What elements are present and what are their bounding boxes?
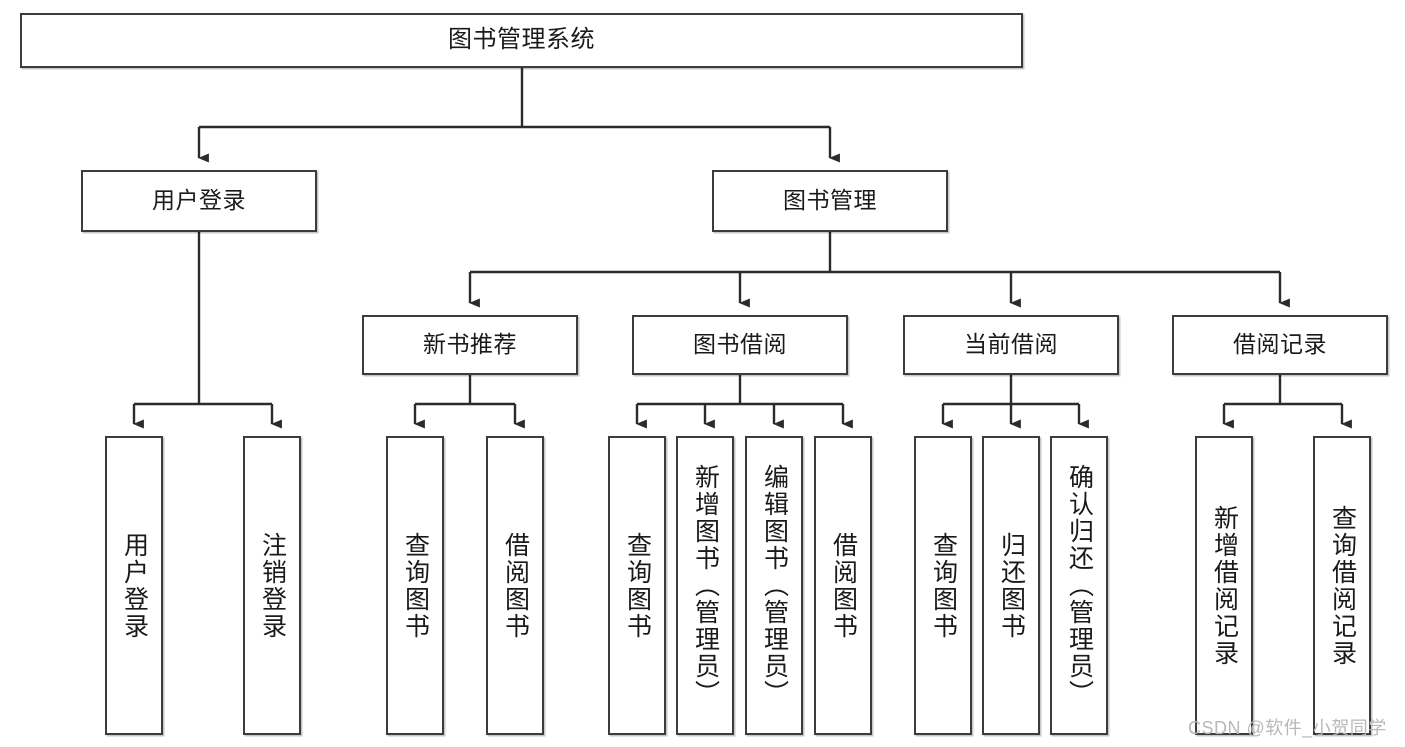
node-label: 查询图书 <box>401 531 430 640</box>
node-label: 借阅图书 <box>829 531 858 640</box>
node-label: 新增图书（管理员） <box>691 464 720 707</box>
node-label: 借阅图书 <box>501 531 530 640</box>
node-book-manage[interactable]: 图书管理 <box>712 170 948 232</box>
node-leaf-return-book[interactable]: 归还图书 <box>982 436 1040 735</box>
node-label: 注销登录 <box>258 531 287 640</box>
csdn-watermark: CSDN @软件_小贺同学 <box>1188 718 1387 738</box>
node-leaf-query-book-3[interactable]: 查询图书 <box>914 436 972 735</box>
node-leaf-query-book-2[interactable]: 查询图书 <box>608 436 666 735</box>
node-label: 编辑图书（管理员） <box>760 464 789 707</box>
node-current-borrow[interactable]: 当前借阅 <box>903 315 1119 375</box>
node-label: 图书管理系统 <box>448 26 595 54</box>
node-leaf-edit-book[interactable]: 编辑图书（管理员） <box>745 436 803 735</box>
node-leaf-logout[interactable]: 注销登录 <box>243 436 301 735</box>
node-leaf-borrow-book-1[interactable]: 借阅图书 <box>486 436 544 735</box>
node-leaf-query-record[interactable]: 查询借阅记录 <box>1313 436 1371 735</box>
node-label: 查询图书 <box>929 531 958 640</box>
node-leaf-add-record[interactable]: 新增借阅记录 <box>1195 436 1253 735</box>
node-new-book-rec[interactable]: 新书推荐 <box>362 315 578 375</box>
node-user-login[interactable]: 用户登录 <box>81 170 317 232</box>
node-leaf-query-book-1[interactable]: 查询图书 <box>386 436 444 735</box>
node-label: 用户登录 <box>152 187 246 214</box>
node-leaf-confirm-return[interactable]: 确认归还（管理员） <box>1050 436 1108 735</box>
node-label: 图书管理 <box>783 187 877 214</box>
node-label: 确认归还（管理员） <box>1065 464 1094 707</box>
node-label: 归还图书 <box>997 531 1026 640</box>
node-label: 用户登录 <box>120 531 149 640</box>
node-leaf-user-login[interactable]: 用户登录 <box>105 436 163 735</box>
node-label: 借阅记录 <box>1233 331 1327 358</box>
node-label: 查询图书 <box>623 531 652 640</box>
node-label: 当前借阅 <box>964 331 1058 358</box>
node-label: 新书推荐 <box>423 331 517 358</box>
node-leaf-borrow-book-2[interactable]: 借阅图书 <box>814 436 872 735</box>
node-leaf-add-book[interactable]: 新增图书（管理员） <box>676 436 734 735</box>
node-root[interactable]: 图书管理系统 <box>20 13 1023 68</box>
node-label: 新增借阅记录 <box>1210 504 1239 667</box>
node-label: 图书借阅 <box>693 331 787 358</box>
node-label: 查询借阅记录 <box>1328 504 1357 667</box>
node-book-borrow[interactable]: 图书借阅 <box>632 315 848 375</box>
node-borrow-record[interactable]: 借阅记录 <box>1172 315 1388 375</box>
